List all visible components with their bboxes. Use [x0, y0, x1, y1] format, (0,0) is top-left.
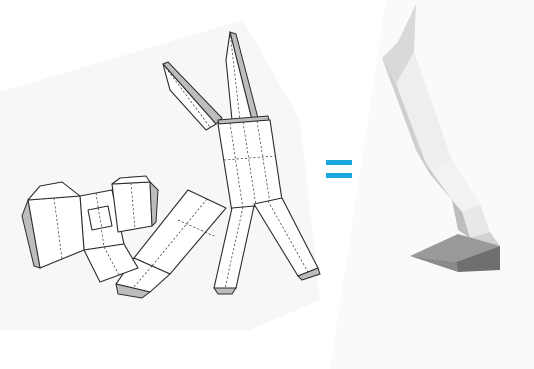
photo-backdrop [330, 0, 534, 369]
equals-sign-icon [326, 160, 352, 178]
folded-lamp-photo-icon [330, 0, 534, 369]
